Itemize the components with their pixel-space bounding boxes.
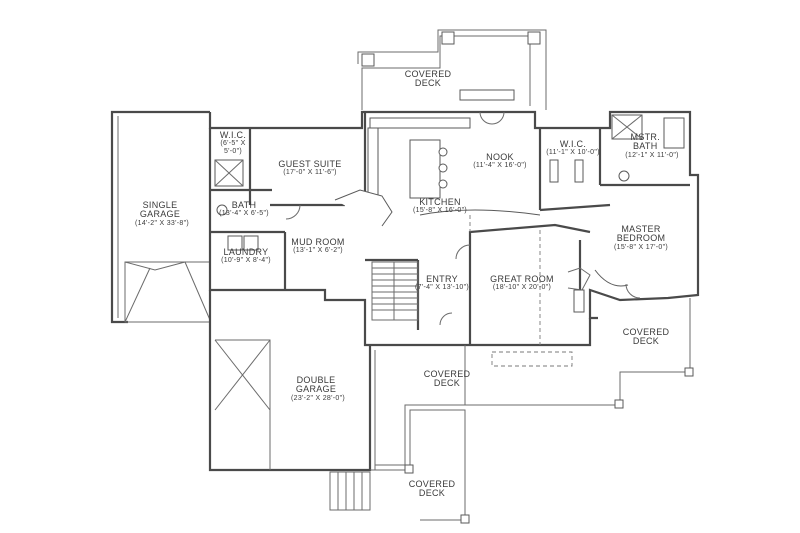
- label-bath-guest: BATH (13'-4" X 6'-5"): [219, 200, 269, 218]
- label-entry: ENTRY (7'-4" X 13'-10"): [415, 274, 469, 292]
- label-nook: NOOK (11'-4" X 16'-0"): [473, 152, 527, 170]
- room-name: W.I.C.: [219, 130, 247, 140]
- room-name: GUEST SUITE: [278, 159, 342, 169]
- room-dims: (10'-9" X 8'-4"): [221, 257, 271, 265]
- door-swings: [285, 111, 641, 326]
- label-mud-room: MUD ROOM (13'-1" X 6'-2"): [291, 237, 345, 255]
- label-covered-deck-top: COVERED DECK: [398, 69, 458, 89]
- room-name: MASTER BEDROOM: [616, 224, 666, 244]
- room-name: KITCHEN: [419, 197, 461, 207]
- label-laundry: LAUNDRY (10'-9" X 8'-4"): [221, 247, 271, 265]
- great-room-ceiling: [491, 230, 573, 367]
- room-name: GREAT ROOM: [490, 274, 554, 284]
- label-kitchen: KITCHEN (15'-8" X 16'-0"): [413, 197, 467, 215]
- room-name: MUD ROOM: [291, 237, 345, 247]
- room-dims: (15'-8" X 16'-0"): [413, 207, 467, 215]
- label-wic-guest: W.I.C. (6'-5" X 5'-0"): [216, 130, 250, 155]
- label-master-bedroom: MASTER BEDROOM (15'-8" X 17'-0"): [606, 224, 676, 251]
- room-name: COVERED DECK: [404, 69, 452, 89]
- label-double-garage: DOUBLE GARAGE (23'-2" X 28'-0"): [291, 375, 345, 402]
- room-dims: (23'-2" X 28'-0"): [291, 394, 345, 402]
- interior-walls: [210, 112, 690, 330]
- bath-fixtures: [214, 114, 685, 251]
- double-garage-walls: [208, 290, 372, 472]
- covered-decks-outline: [370, 298, 694, 524]
- main-house-walls: [208, 110, 700, 347]
- label-wic-master: W.I.C. (11'-1" X 10'-0"): [546, 139, 600, 157]
- room-name: SINGLE GARAGE: [139, 200, 181, 220]
- room-name: COVERED DECK: [622, 327, 670, 347]
- room-name: ENTRY: [426, 274, 458, 284]
- room-dims: (11'-4" X 16'-0"): [473, 162, 527, 170]
- room-dims: (13'-4" X 6'-5"): [219, 210, 269, 218]
- room-dims: (18'-10" X 20'-0"): [492, 284, 552, 292]
- room-name: BATH: [231, 200, 257, 210]
- kitchen-fixtures: [334, 117, 541, 232]
- room-name: W.I.C.: [559, 139, 587, 149]
- room-name: DOUBLE GARAGE: [295, 375, 337, 395]
- room-dims: (6'-5" X 5'-0"): [220, 140, 246, 155]
- stairs: [329, 261, 419, 511]
- single-garage-walls: [110, 110, 211, 324]
- room-name: MSTR. BATH: [630, 132, 661, 152]
- room-name: COVERED DECK: [408, 479, 456, 499]
- label-covered-deck-right: COVERED DECK: [616, 327, 676, 347]
- master-bedroom-bay: [567, 267, 629, 313]
- label-guest-suite: GUEST SUITE (17'-0" X 11'-6"): [278, 159, 342, 177]
- room-name: NOOK: [486, 152, 514, 162]
- room-dims: (14'-2" X 33'-8"): [135, 219, 189, 227]
- label-covered-deck-bottom: COVERED DECK: [402, 479, 462, 499]
- room-dims: (7'-4" X 13'-10"): [415, 284, 469, 292]
- room-dims: (12'-1" X 11'-0"): [625, 151, 679, 159]
- label-covered-deck-mid: COVERED DECK: [417, 369, 477, 389]
- label-great-room: GREAT ROOM (18'-10" X 20'-0"): [490, 274, 554, 292]
- label-single-garage: SINGLE GARAGE (14'-2" X 33'-8"): [135, 200, 189, 227]
- room-dims: (15'-8" X 17'-0"): [614, 243, 668, 251]
- covered-deck-top-outline: [357, 29, 547, 110]
- room-dims: (11'-1" X 10'-0"): [546, 149, 600, 157]
- room-name: COVERED DECK: [423, 369, 471, 389]
- room-dims: (17'-0" X 11'-6"): [283, 169, 337, 177]
- label-mstr-bath: MSTR. BATH (12'-1" X 11'-0"): [625, 132, 679, 159]
- room-dims: (13'-1" X 6'-2"): [293, 247, 343, 255]
- room-name: LAUNDRY: [223, 247, 269, 257]
